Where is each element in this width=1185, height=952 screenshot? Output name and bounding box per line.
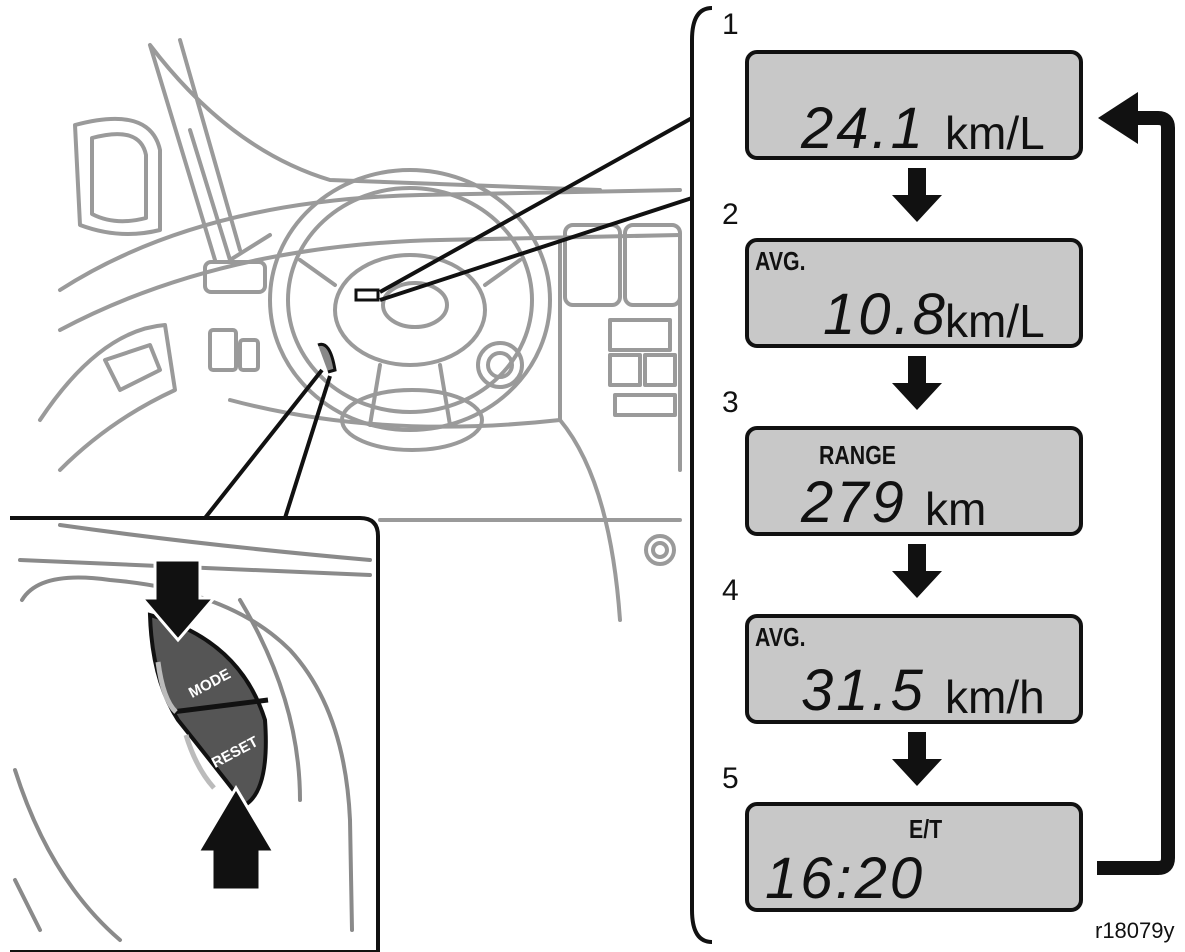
figure-code: r18079y bbox=[1095, 918, 1175, 943]
display-panel-2: AVG. 10.8 km/L bbox=[745, 238, 1083, 348]
step-number-5: 5 bbox=[722, 762, 739, 795]
average-speed-unit: km/h bbox=[945, 671, 1045, 723]
arrow-2-to-3 bbox=[892, 356, 942, 410]
instant-fuel-economy-unit: km/L bbox=[945, 107, 1045, 159]
loop-back-arrow bbox=[1097, 111, 1175, 875]
step-number-3: 3 bbox=[722, 386, 739, 419]
step-number-2: 2 bbox=[722, 198, 739, 231]
arrow-4-to-5 bbox=[892, 732, 942, 786]
step-number-4: 4 bbox=[722, 574, 739, 607]
step-number-1: 1 bbox=[722, 8, 739, 41]
average-fuel-economy-value: 10.8 bbox=[823, 282, 948, 347]
average-fuel-label: AVG. bbox=[755, 246, 806, 276]
arrow-1-to-2 bbox=[892, 168, 942, 222]
range-unit: km bbox=[925, 483, 987, 535]
average-speed-label: AVG. bbox=[755, 622, 806, 652]
average-speed-value: 31.5 bbox=[801, 658, 926, 723]
average-fuel-economy-unit: km/L bbox=[945, 295, 1045, 347]
range-value: 279 bbox=[801, 470, 907, 535]
loop-back-arrowhead bbox=[1098, 92, 1138, 144]
press-down-arrow bbox=[138, 558, 218, 643]
display-panel-3: RANGE 279 km bbox=[745, 426, 1083, 536]
range-label: RANGE bbox=[819, 440, 897, 470]
display-panel-4: AVG. 31.5 km/h bbox=[745, 614, 1083, 724]
display-panel-5: E/T 16:20 bbox=[745, 802, 1083, 912]
display-panel-1: 24.1 km/L bbox=[745, 50, 1083, 160]
instant-fuel-economy-value: 24.1 bbox=[801, 96, 926, 161]
arrow-3-to-4 bbox=[892, 544, 942, 598]
elapsed-time-label: E/T bbox=[909, 814, 943, 844]
elapsed-time-value: 16:20 bbox=[765, 846, 926, 911]
press-up-arrow bbox=[195, 785, 277, 892]
sequence-bracket bbox=[690, 6, 713, 944]
sequence-arrows bbox=[892, 168, 942, 786]
